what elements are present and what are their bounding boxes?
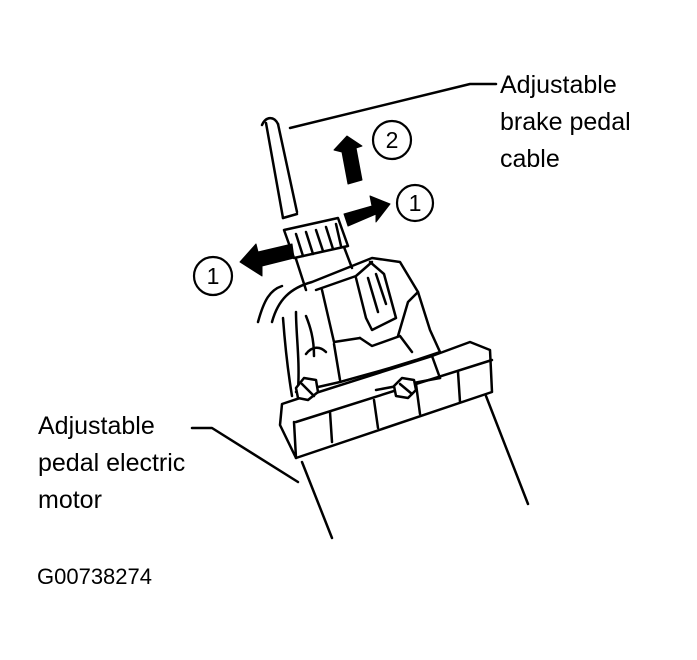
callout-circle-left <box>192 255 234 297</box>
callout-number-left: 1 <box>207 263 220 289</box>
arrow-up-icon <box>333 135 363 185</box>
cable-label-line: cable <box>500 145 560 173</box>
motor-label-line: motor <box>38 486 102 514</box>
cable-label-line: brake pedal <box>500 108 631 136</box>
callout-number-up: 2 <box>386 127 399 153</box>
callout-circle-right <box>395 183 435 223</box>
figure-id: G00738274 <box>37 564 152 589</box>
motor-label-line: Adjustable <box>38 412 155 440</box>
arrow-left-icon <box>239 243 295 277</box>
arrow-right-icon <box>343 195 391 227</box>
cable-leader-line <box>288 82 498 130</box>
mounting-screw-left <box>294 376 320 402</box>
cable-label: Adjustable brake pedal cable <box>500 67 631 178</box>
mounting-screw-right <box>392 376 418 400</box>
cable-label-line: Adjustable <box>500 71 617 99</box>
callout-number-right: 1 <box>409 190 422 216</box>
brake-pedal-cable <box>260 116 299 220</box>
pedal-electric-motor <box>278 340 530 540</box>
motor-label: Adjustable pedal electric motor <box>38 408 185 519</box>
motor-leader-line <box>190 426 300 484</box>
callout-circle-up <box>371 119 413 161</box>
motor-label-line: pedal electric <box>38 449 186 477</box>
